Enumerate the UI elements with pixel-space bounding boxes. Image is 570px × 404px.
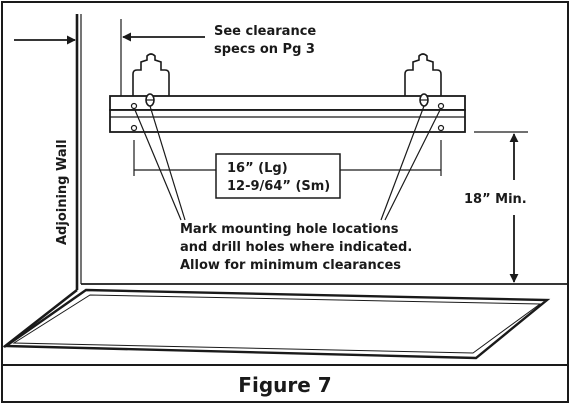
leader-line-left-2 [149, 105, 186, 221]
leader-line-right [384, 109, 441, 221]
hole-left-bottom [130, 124, 138, 132]
right-mounting-bracket [404, 53, 442, 96]
hole-right-top [437, 102, 445, 110]
figure-caption: Figure 7 [238, 373, 331, 397]
instruction-line3: Allow for minimum clearances [180, 258, 401, 273]
clearance-note-line2: specs on Pg 3 [214, 42, 315, 57]
heater-rail-top [109, 95, 466, 111]
hole-left-top [130, 102, 138, 110]
instruction-line2: and drill holes where indicated. [180, 240, 412, 255]
heater-rail-bottom [109, 109, 466, 133]
dimension-box [215, 153, 341, 199]
hole-right-bottom [437, 124, 445, 132]
floor-panel-inner [12, 294, 542, 354]
min-height-label: 18” Min. [464, 192, 527, 207]
adjoining-wall-label: Adjoining Wall [55, 139, 70, 245]
dimension-lg: 16” (Lg) [227, 161, 288, 176]
leader-line-right-2 [380, 105, 425, 221]
instruction-line1: Mark mounting hole locations [180, 222, 399, 237]
leader-line-left [134, 109, 182, 221]
dimension-sm: 12-9/64” (Sm) [227, 179, 330, 194]
floor-panel [2, 288, 551, 360]
clearance-note-line1: See clearance [214, 24, 316, 39]
left-mounting-bracket [132, 53, 170, 96]
